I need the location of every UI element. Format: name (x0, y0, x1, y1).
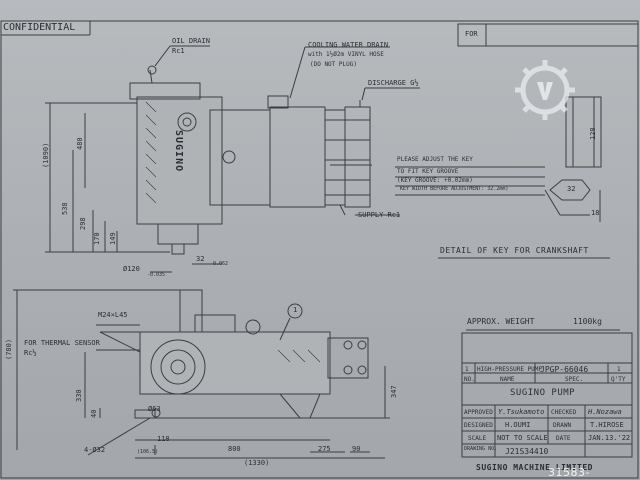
approved-label: APPROVED (464, 409, 493, 416)
key-note-3: (KEY GROOVE: +0.02mm) (397, 177, 473, 184)
item-name: HIGH-PRESSURE PUMP (477, 366, 543, 373)
drawing-no-label: DRAWING NO. (464, 446, 498, 452)
designed-signature: H.OUMI (505, 421, 531, 429)
checked-signature: H.Nozawa (588, 408, 622, 416)
dim-shaft-diameter: Ø120 (123, 265, 140, 273)
key-note-4: KEY WIDTH BEFORE ADJUSTMENT: 32.2mm) (400, 186, 509, 192)
for-label: FOR (465, 30, 478, 38)
thermal-sensor-size: Rc½ (24, 349, 37, 357)
scale-value: NOT TO SCALE (497, 434, 548, 442)
balloon-1: 1 (293, 306, 298, 314)
dim-63: Ø63 (148, 405, 161, 413)
col-name: NAME (500, 376, 515, 383)
weight-value: 1100kg (573, 317, 602, 326)
dim-149: 149 (109, 232, 117, 245)
key-detail-title: DETAIL OF KEY FOR CRANKSHAFT (440, 246, 589, 255)
dim-holes: 4-Ø32 (84, 446, 106, 454)
key-note-1: PLEASE ADJUST THE KEY (397, 156, 473, 163)
dim-275: 275 (318, 445, 331, 453)
watermark-id: 31583-13424858 (548, 466, 608, 480)
dim-key-tolerance: -0.062 (210, 261, 229, 267)
checked-label: CHECKED (551, 409, 577, 416)
dim-key-width: 32 (196, 255, 205, 263)
dim-118: 118 (157, 435, 170, 443)
col-no: NO. (464, 376, 475, 383)
m24-bolt-label: M24×L45 (98, 311, 128, 319)
dim-1330: (1330) (244, 459, 270, 467)
item-spec: JPGP-66046 (540, 365, 589, 374)
dim-330: 330 (75, 389, 83, 402)
dim-170: 170 (93, 232, 101, 245)
drawing-no: J21S34410 (505, 447, 549, 456)
do-not-plug-label: (DO NOT PLUG) (310, 61, 357, 68)
drawn-label: DRAWN (553, 422, 572, 429)
date-label: DATE (556, 435, 571, 442)
dim-480: 480 (76, 137, 84, 150)
col-spec: SPEC. (565, 376, 584, 383)
dim-780: (780) (5, 338, 13, 360)
dim-128: 128 (589, 127, 597, 140)
discharge-label: DISCHARGE G½ (368, 79, 419, 87)
dim-18-key: 18 (591, 209, 600, 217)
dim-32-key: 32 (567, 185, 576, 193)
key-note-2: TO FIT KEY GROOVE (397, 168, 459, 175)
dim-298: 298 (79, 217, 87, 230)
col-qty: Q'TY (611, 376, 626, 383)
drawing-title: SUGINO PUMP (510, 388, 576, 398)
oil-drain-label: OIL DRAIN (172, 37, 210, 45)
dim-shaft-tolerance: -0.035 (147, 272, 166, 278)
supply-label: SUPPLY Rc1 (358, 211, 401, 219)
item-qty: 1 (617, 366, 621, 373)
dim-106-5: (106.5) (137, 449, 159, 455)
date-value: JAN.13.'22 (588, 434, 631, 442)
dim-1090: (1090) (42, 142, 50, 168)
company-name: SUGINO MACHINE LIMITED (476, 463, 593, 472)
dim-347: 347 (390, 385, 398, 398)
weight-label: APPROX. WEIGHT (467, 317, 535, 326)
item-no: 1 (465, 366, 469, 373)
oil-drain-size: Rc1 (172, 47, 185, 55)
dim-40: 40 (90, 409, 98, 418)
drawn-name: T.HIROSE (590, 421, 624, 429)
scale-label: SCALE (468, 435, 487, 442)
approved-signature: Y.Tsukamoto (498, 408, 545, 416)
cooling-water-drain-label: COOLING WATER DRAIN (308, 41, 389, 49)
designed-label: DESIGNED (464, 422, 493, 429)
cooling-hose-label: with 1½Ø2m VINYL HOSE (308, 51, 384, 58)
thermal-sensor-label: FOR THERMAL SENSOR (24, 339, 100, 347)
dim-538: 538 (61, 202, 69, 215)
brand-logo-text: SUGINO (173, 130, 184, 173)
dim-90: 90 (352, 445, 361, 453)
dim-800: 800 (228, 445, 241, 453)
confidential-label: CONFIDENTIAL (3, 22, 76, 33)
